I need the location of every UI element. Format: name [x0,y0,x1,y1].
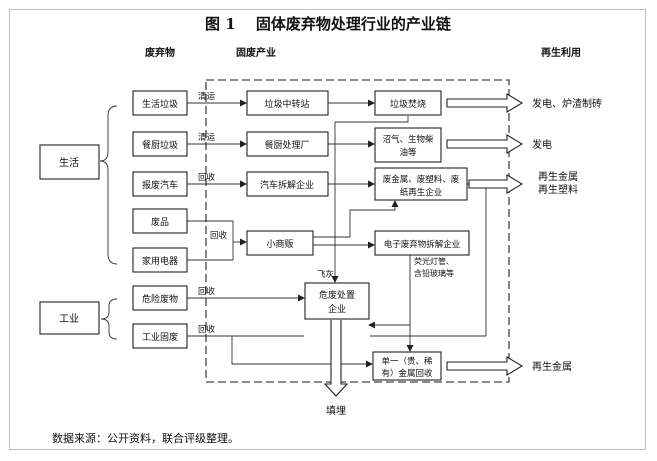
svg-text:单一（贵、稀: 单一（贵、稀 [381,356,433,367]
edge-ewaste-to-hazardous [368,255,411,329]
source-label-industry: 工业 [59,313,79,325]
edge-hazardous-to-plant: 回收 [187,286,305,302]
output-arrow-power: 发电 [446,134,552,154]
svg-text:回收: 回收 [198,286,216,297]
process-incineration: 垃圾焚烧 [374,90,442,116]
process-metal-plastic-paper-recycle: 废金属、废塑料、废 纸再生企业 [374,167,468,201]
waste-kitchen: 餐厨垃圾 [132,131,188,157]
header-waste: 废弃物 [145,46,175,59]
svg-text:回收: 回收 [210,230,228,241]
svg-text:再生金属: 再生金属 [532,360,572,373]
label-fluorescent-1: 荧光灯管、 [414,256,454,266]
process-biogas: 沼气、生物柴 油等 [374,127,442,163]
edge-trader-to-recycle [313,200,399,238]
industry-brace [100,298,118,340]
svg-text:汽车拆解企业: 汽车拆解企业 [260,179,314,191]
svg-text:危险废物: 危险废物 [142,293,178,305]
waste-hazardous: 危险废物 [132,285,188,311]
process-transfer-station: 垃圾中转站 [246,90,329,116]
svg-text:纸再生企业: 纸再生企业 [400,187,443,198]
life-brace [99,105,118,265]
process-car-dismantle: 汽车拆解企业 [246,171,329,197]
svg-text:生活垃圾: 生活垃圾 [142,98,178,110]
header-recycle: 再生利用 [541,46,581,59]
edge-industrial-to-recycle [467,180,487,336]
svg-text:餐厨垃圾: 餐厨垃圾 [142,139,178,151]
svg-text:电子废弃物拆解企业: 电子废弃物拆解企业 [384,239,461,250]
edge-incineration-loop [335,116,409,123]
source-box-industry [39,301,100,335]
edge-kitchen-to-plant: 清运 [187,132,247,148]
output-arrow-power-brick: 发电、炉渣制砖 [446,93,602,113]
waste-scrap-car: 报废汽车 [132,171,188,197]
label-fluorescent-2: 含铅玻璃等 [414,268,454,278]
svg-text:小商贩: 小商贩 [266,238,293,250]
edge-domestic-to-transfer: 清运 [187,91,247,107]
process-ewaste-dismantle: 电子废弃物拆解企业 [374,230,470,256]
source-label-life: 生活 [59,156,79,169]
svg-text:回收: 回收 [198,324,216,335]
svg-text:垃圾中转站: 垃圾中转站 [264,98,309,110]
edge-industrial-to-recovery: 回收 [187,324,373,368]
svg-text:再生金属: 再生金属 [538,170,578,183]
svg-text:垃圾焚烧: 垃圾焚烧 [390,98,426,110]
industry-dashed-frame [205,79,510,383]
svg-text:发电: 发电 [532,138,552,151]
figure-title: 图 1 固体废弃物处理行业的产业链 [205,15,452,33]
waste-appliances: 家用电器 [132,247,188,273]
svg-text:废金属、废塑料、废: 废金属、废塑料、废 [383,174,460,185]
svg-text:再生塑料: 再生塑料 [538,183,578,196]
header-industry: 固废产业 [236,46,276,59]
svg-text:企业: 企业 [328,303,346,315]
label-fly-ash: 飞灰 [317,269,334,280]
output-arrow-recycled: 再生金属 再生塑料 [468,170,578,196]
waste-industrial-solid: 工业固废 [132,323,188,349]
process-precious-metal-recovery: 单一（贵、稀 有）金属回收 [372,351,442,381]
svg-text:油等: 油等 [399,147,417,158]
svg-text:填埋: 填埋 [326,404,346,417]
svg-text:报废汽车: 报废汽车 [142,179,178,191]
svg-text:工业固废: 工业固废 [142,331,178,343]
svg-text:沼气、生物柴: 沼气、生物柴 [382,134,434,145]
svg-text:餐厨处理厂: 餐厨处理厂 [264,139,309,151]
svg-text:有）金属回收: 有）金属回收 [381,368,433,379]
svg-text:发电、炉渣制砖: 发电、炉渣制砖 [532,97,602,110]
source-box-life [39,144,100,180]
svg-text:清运: 清运 [198,132,216,143]
edge-goods-appliances-to-trader: 回收 [187,220,247,261]
edge-car-to-dismantle: 回收 [187,172,247,188]
svg-text:家用电器: 家用电器 [142,255,178,267]
process-hazardous-plant: 危废处置 企业 [304,282,370,320]
svg-text:回收: 回收 [198,172,216,183]
landfill-arrow: 填埋 [323,320,349,417]
waste-goods: 废品 [132,208,188,234]
svg-text:危废处置: 危废处置 [319,289,355,301]
waste-domestic-garbage: 生活垃圾 [132,90,188,116]
svg-text:清运: 清运 [198,91,216,102]
svg-text:废品: 废品 [151,216,169,228]
process-small-trader: 小商贩 [246,230,314,256]
figure-frame [9,9,646,450]
process-kitchen-plant: 餐厨处理厂 [246,131,329,157]
output-arrow-recycled-metal: 再生金属 [446,356,572,376]
source-footnote: 数据来源：公开资料，联合评级整理。 [52,431,239,445]
